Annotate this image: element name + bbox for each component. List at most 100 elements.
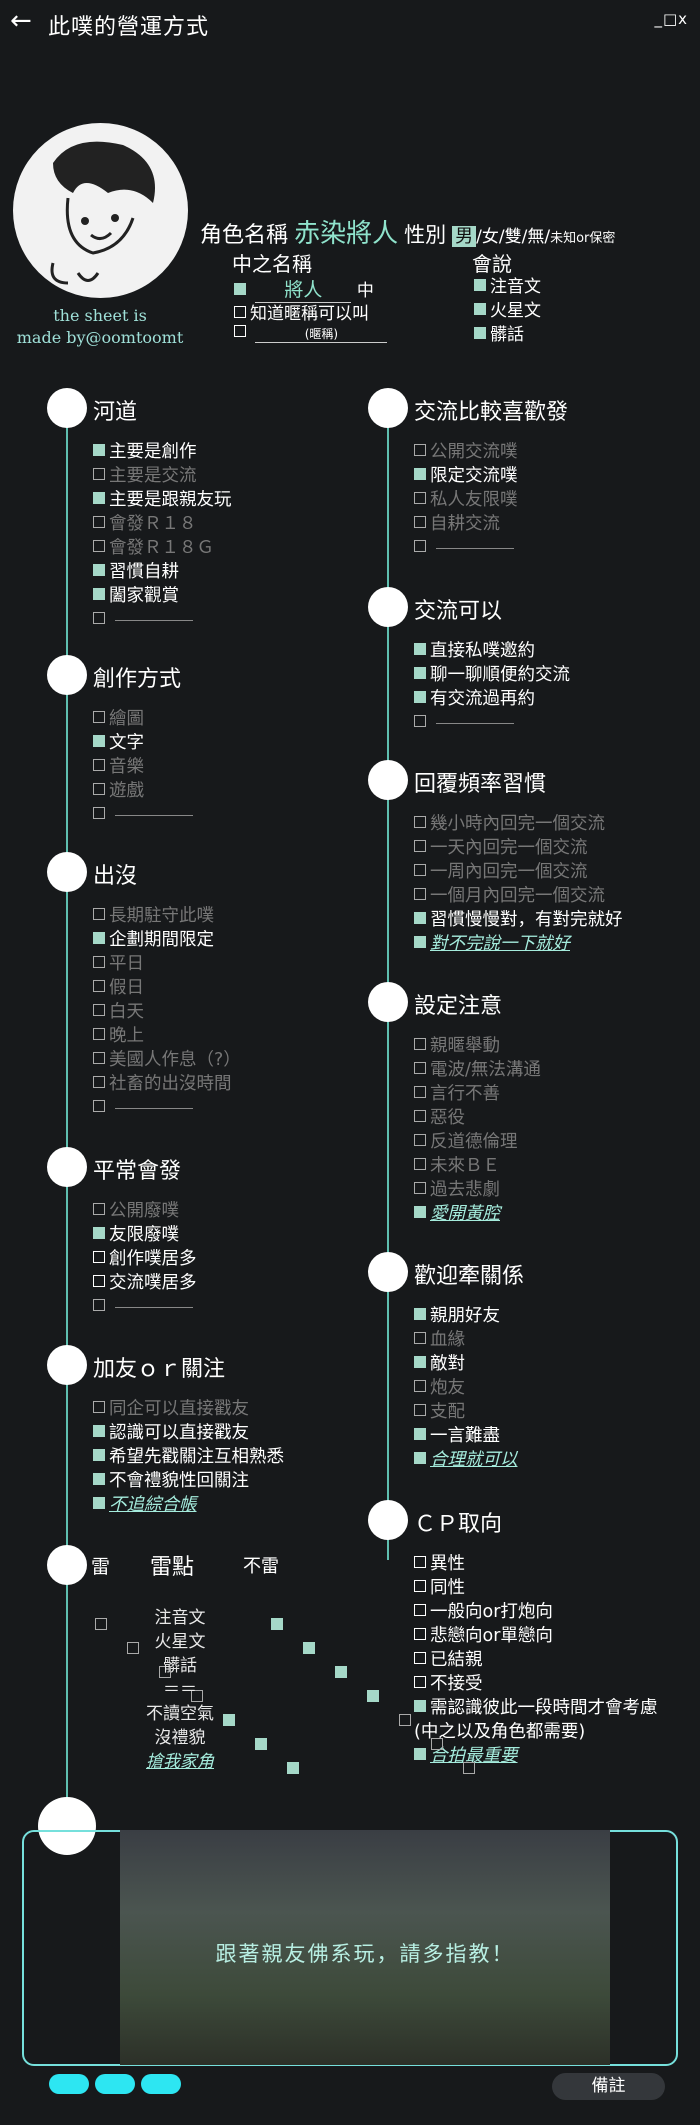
checkbox[interactable] xyxy=(93,1473,105,1485)
checkbox[interactable] xyxy=(414,1380,426,1392)
not-lei-checkbox[interactable] xyxy=(399,1713,411,1726)
checkbox[interactable] xyxy=(414,1580,426,1592)
lei-checkbox[interactable] xyxy=(287,1761,299,1774)
not-lei-checkbox[interactable] xyxy=(431,1737,443,1750)
checkbox[interactable] xyxy=(414,540,426,552)
checkbox[interactable] xyxy=(93,1052,105,1064)
checkbox[interactable] xyxy=(414,1652,426,1664)
checkbox[interactable] xyxy=(93,908,105,920)
checkbox[interactable] xyxy=(93,735,105,747)
gender-options[interactable]: /女/雙/無/ xyxy=(476,227,551,247)
checkbox[interactable] xyxy=(93,444,105,456)
checkbox[interactable] xyxy=(93,1028,105,1040)
not-lei-checkbox[interactable] xyxy=(335,1665,347,1678)
checkbox-lang-3[interactable] xyxy=(474,327,486,339)
checkbox[interactable] xyxy=(414,715,426,727)
checkbox[interactable] xyxy=(414,1332,426,1344)
checkbox[interactable] xyxy=(414,1676,426,1688)
pill-button-1[interactable] xyxy=(49,2074,89,2094)
not-lei-checkbox[interactable] xyxy=(271,1617,283,1630)
checkbox[interactable] xyxy=(414,1308,426,1320)
checkbox[interactable] xyxy=(414,468,426,480)
pill-button-2[interactable] xyxy=(95,2074,135,2094)
checkbox[interactable] xyxy=(93,956,105,968)
checkbox[interactable] xyxy=(414,1556,426,1568)
lei-checkbox[interactable] xyxy=(191,1689,203,1702)
checkbox[interactable] xyxy=(414,1628,426,1640)
lei-checkbox[interactable] xyxy=(223,1713,235,1726)
not-lei-checkbox[interactable] xyxy=(367,1689,379,1702)
gender-extra[interactable]: 未知or保密 xyxy=(550,231,616,246)
checkbox[interactable] xyxy=(414,1700,426,1712)
checkbox[interactable] xyxy=(414,888,426,900)
checkbox[interactable] xyxy=(93,1076,105,1088)
checkbox-lang-2[interactable] xyxy=(474,303,486,315)
checkbox[interactable] xyxy=(93,1425,105,1437)
checkbox[interactable] xyxy=(93,1004,105,1016)
checkbox[interactable] xyxy=(414,1452,426,1464)
checkbox[interactable] xyxy=(414,1110,426,1122)
checkbox[interactable] xyxy=(414,1356,426,1368)
checkbox[interactable] xyxy=(93,711,105,723)
checkbox[interactable] xyxy=(414,1428,426,1440)
checkbox[interactable] xyxy=(93,1100,105,1112)
window-controls[interactable]: _□x xyxy=(654,10,688,28)
checkbox-nickname[interactable] xyxy=(234,306,246,318)
lei-checkbox[interactable] xyxy=(159,1665,171,1678)
checkbox[interactable] xyxy=(414,840,426,852)
lei-checkbox[interactable] xyxy=(255,1737,267,1750)
checkbox-alias[interactable] xyxy=(234,283,246,295)
checkbox[interactable] xyxy=(93,1497,105,1509)
checkbox[interactable] xyxy=(414,864,426,876)
checkbox[interactable] xyxy=(414,1404,426,1416)
checkbox[interactable] xyxy=(414,1604,426,1616)
checkbox[interactable] xyxy=(93,564,105,576)
checkbox[interactable] xyxy=(93,492,105,504)
gender-selected[interactable]: 男 xyxy=(452,226,477,247)
checkbox[interactable] xyxy=(414,492,426,504)
checkbox[interactable] xyxy=(414,912,426,924)
checkbox[interactable] xyxy=(93,932,105,944)
checkbox[interactable] xyxy=(414,667,426,679)
checkbox-nickname-blank[interactable] xyxy=(234,325,246,337)
notes-button[interactable]: 備註 xyxy=(552,2073,665,2100)
checkbox[interactable] xyxy=(93,807,105,819)
checkbox[interactable] xyxy=(414,516,426,528)
lei-checkbox[interactable] xyxy=(95,1617,107,1630)
checkbox[interactable] xyxy=(414,691,426,703)
checkbox[interactable] xyxy=(93,1401,105,1413)
checkbox[interactable] xyxy=(93,1251,105,1263)
checkbox[interactable] xyxy=(93,783,105,795)
not-lei-checkbox[interactable] xyxy=(463,1761,475,1774)
checkbox[interactable] xyxy=(93,1275,105,1287)
checkbox[interactable] xyxy=(93,1299,105,1311)
checkbox[interactable] xyxy=(93,759,105,771)
checkbox[interactable] xyxy=(93,588,105,600)
checkbox[interactable] xyxy=(93,516,105,528)
checkbox[interactable] xyxy=(414,1182,426,1194)
checkbox-lang-1[interactable] xyxy=(474,279,486,291)
checkbox[interactable] xyxy=(414,1748,426,1760)
checkbox[interactable] xyxy=(93,1227,105,1239)
checkbox[interactable] xyxy=(414,1134,426,1146)
checkbox[interactable] xyxy=(93,980,105,992)
arrow-left-icon[interactable]: ← xyxy=(10,6,32,36)
not-lei-checkbox[interactable] xyxy=(303,1641,315,1654)
checkbox[interactable] xyxy=(414,1038,426,1050)
checkbox[interactable] xyxy=(414,1062,426,1074)
checkbox[interactable] xyxy=(414,643,426,655)
checkbox[interactable] xyxy=(93,540,105,552)
checkbox[interactable] xyxy=(93,468,105,480)
checkbox[interactable] xyxy=(414,444,426,456)
lei-checkbox[interactable] xyxy=(127,1641,139,1654)
checkbox[interactable] xyxy=(414,936,426,948)
chumo-item-label: 美國人作息（?） xyxy=(109,1050,241,1070)
checkbox[interactable] xyxy=(93,612,105,624)
pill-button-3[interactable] xyxy=(141,2074,181,2094)
checkbox[interactable] xyxy=(414,1158,426,1170)
checkbox[interactable] xyxy=(93,1449,105,1461)
checkbox[interactable] xyxy=(414,1206,426,1218)
checkbox[interactable] xyxy=(93,1203,105,1215)
checkbox[interactable] xyxy=(414,1086,426,1098)
checkbox[interactable] xyxy=(414,816,426,828)
